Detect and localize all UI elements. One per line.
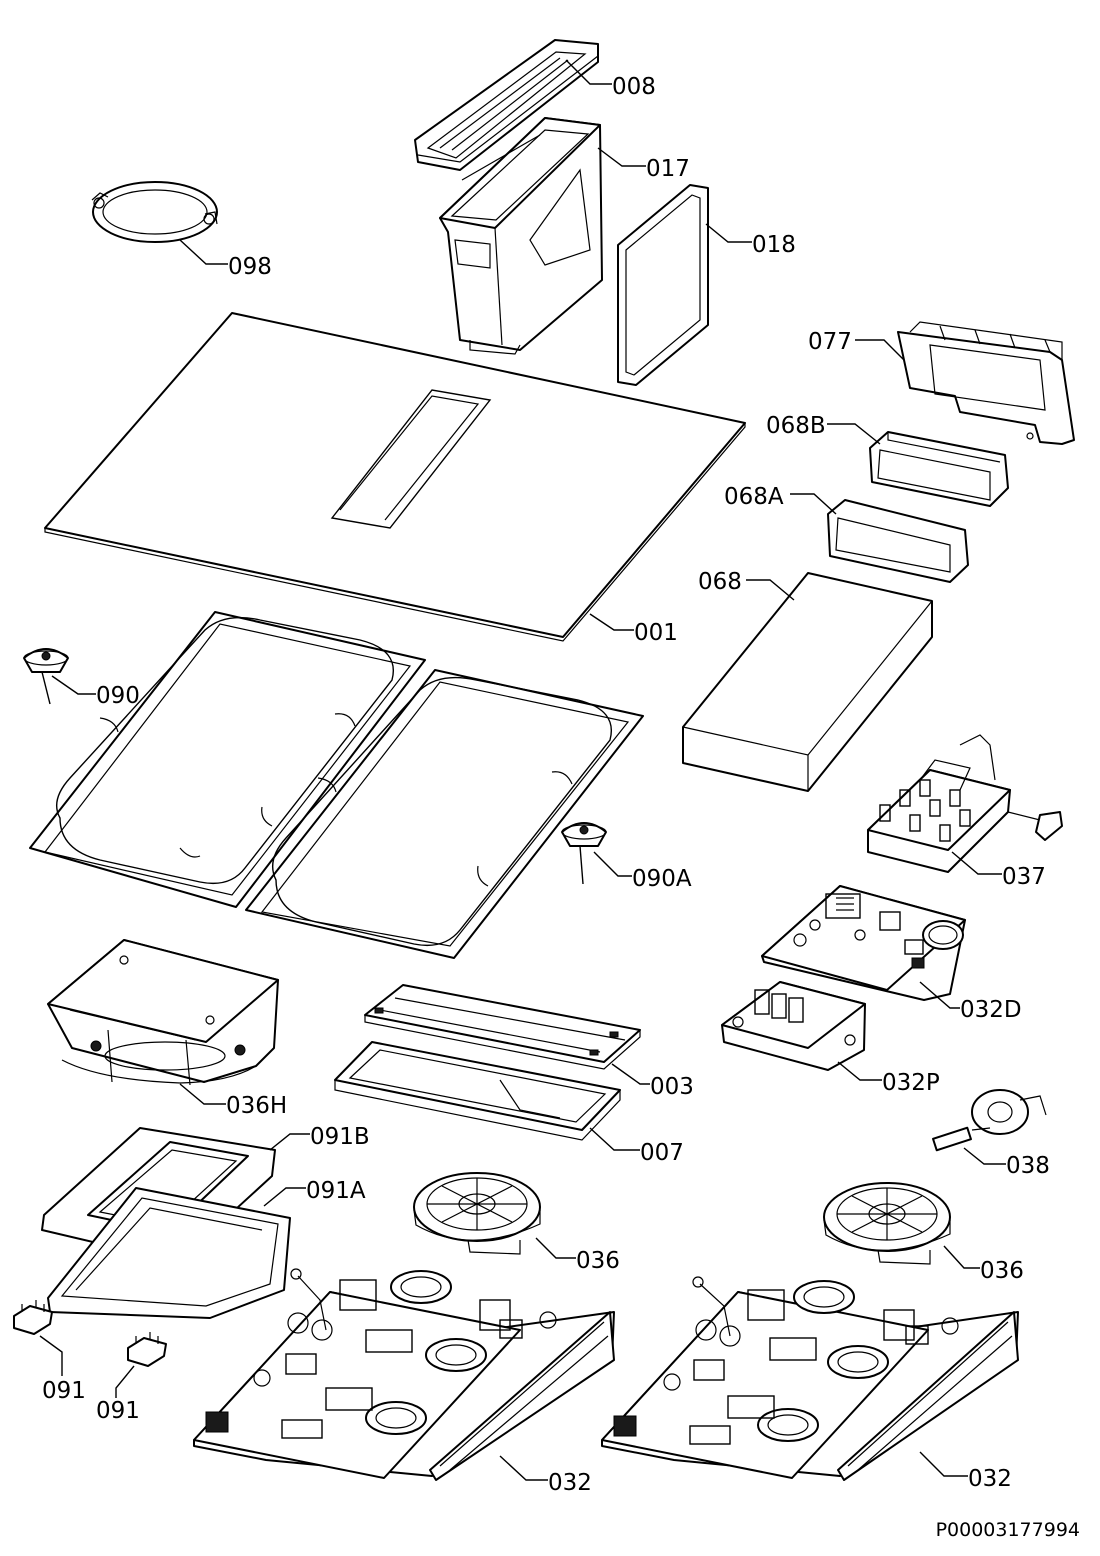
part-017-duct-box xyxy=(439,117,603,355)
leader-018 xyxy=(705,223,752,243)
leader-037 xyxy=(951,851,1002,875)
label-008: 008 xyxy=(612,74,656,100)
leader-077 xyxy=(855,339,905,361)
part-007-panel-frame xyxy=(334,1041,621,1141)
part-001-glass-plate xyxy=(44,312,746,642)
leader-036-right xyxy=(943,1245,980,1269)
label-017: 017 xyxy=(646,156,690,182)
part-coil-tray-right xyxy=(245,669,644,959)
part-032P-pcb xyxy=(721,981,866,1071)
label-036-right: 036 xyxy=(980,1258,1024,1284)
part-018-filter-frame xyxy=(617,184,709,386)
leader-008 xyxy=(565,59,612,85)
part-032D-pcb xyxy=(761,885,966,1001)
part-036-fan-right xyxy=(823,1182,951,1265)
label-032-right: 032 xyxy=(968,1466,1012,1492)
leader-003 xyxy=(611,1063,650,1085)
part-077-bracket xyxy=(897,321,1075,445)
leader-017 xyxy=(597,147,646,167)
leader-032P xyxy=(837,1061,882,1081)
label-037: 037 xyxy=(1002,864,1046,890)
leader-036H xyxy=(179,1083,226,1105)
leader-lines xyxy=(39,59,1006,1481)
leader-090 xyxy=(51,675,96,695)
part-032-power-board-left xyxy=(193,1268,615,1481)
leader-098 xyxy=(179,239,228,265)
part-003-control-pcb xyxy=(364,984,641,1070)
leader-001 xyxy=(589,613,634,631)
part-068-duct xyxy=(682,572,933,792)
label-036H: 036H xyxy=(226,1093,287,1119)
leader-038 xyxy=(963,1147,1006,1165)
label-091B: 091B xyxy=(310,1124,370,1150)
leader-091B xyxy=(269,1133,310,1151)
part-036-fan-left xyxy=(413,1172,541,1255)
label-091-right: 091 xyxy=(96,1398,140,1424)
leader-007 xyxy=(589,1127,640,1151)
part-068A-collar xyxy=(827,499,969,583)
part-091-clip-right xyxy=(127,1332,167,1367)
leader-032-right xyxy=(919,1451,968,1477)
leader-091A xyxy=(263,1187,306,1207)
leader-091-right xyxy=(115,1365,135,1398)
label-090: 090 xyxy=(96,683,140,709)
label-090A: 090A xyxy=(632,866,692,892)
label-032D: 032D xyxy=(960,997,1022,1023)
leader-091-left xyxy=(39,1335,63,1376)
label-001: 001 xyxy=(634,620,678,646)
leader-032-left xyxy=(499,1455,548,1481)
part-coil-tray-left xyxy=(29,611,426,908)
label-032P: 032P xyxy=(882,1070,940,1096)
part-091-clip-left xyxy=(13,1300,53,1335)
leader-068B xyxy=(827,423,881,445)
label-068A: 068A xyxy=(724,484,784,510)
part-labels: 008 017 018 098 077 068B 068A 068 001 09… xyxy=(42,74,1080,1541)
part-008-grille-frame xyxy=(414,39,599,171)
label-038: 038 xyxy=(1006,1153,1050,1179)
label-036-left: 036 xyxy=(576,1248,620,1274)
label-018: 018 xyxy=(752,232,796,258)
leader-090A xyxy=(593,851,632,877)
label-003: 003 xyxy=(650,1074,694,1100)
label-077: 077 xyxy=(808,329,852,355)
part-036H-blower xyxy=(47,939,279,1086)
leader-036-left xyxy=(535,1237,576,1259)
part-091A-frame xyxy=(47,1187,291,1319)
part-038-ferrite xyxy=(932,1089,1047,1152)
part-037-terminal-block xyxy=(867,734,1063,873)
label-091A: 091A xyxy=(306,1178,366,1204)
leader-032D xyxy=(919,981,960,1009)
leader-068A xyxy=(790,493,837,515)
leader-068 xyxy=(746,579,795,601)
part-032-power-board-right xyxy=(601,1276,1019,1481)
label-032-left: 032 xyxy=(548,1470,592,1496)
label-007: 007 xyxy=(640,1140,684,1166)
part-098-ring-gasket xyxy=(91,181,218,243)
label-068: 068 xyxy=(698,569,742,595)
label-098: 098 xyxy=(228,254,272,280)
label-068B: 068B xyxy=(766,413,826,439)
document-number: P00003177994 xyxy=(936,1519,1080,1541)
label-091-left: 091 xyxy=(42,1378,86,1404)
part-090-sensor xyxy=(23,648,69,705)
part-068B-collar xyxy=(869,431,1009,507)
part-090A-sensor xyxy=(561,822,607,885)
